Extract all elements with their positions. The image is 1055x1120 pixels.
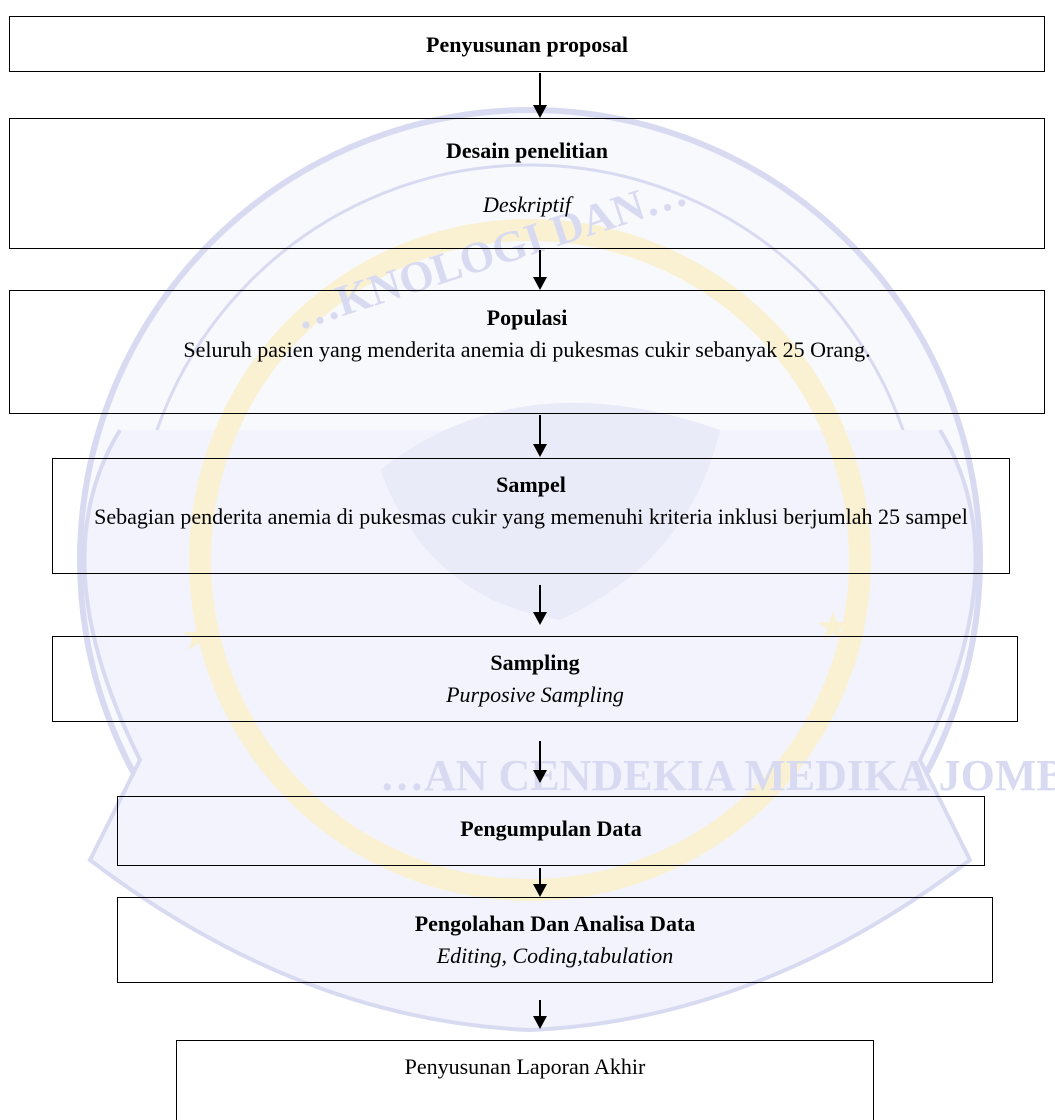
flow-arrow <box>530 415 550 457</box>
flow-arrow <box>530 73 550 118</box>
flow-arrow <box>530 585 550 625</box>
step-subtitle: Editing, Coding,tabulation <box>436 942 674 968</box>
step-title: Pengolahan Dan Analisa Data <box>414 911 696 936</box>
step-sampel: Sampel Sebagian penderita anemia di puke… <box>52 458 1010 574</box>
flow-arrow <box>530 741 550 783</box>
step-desain-penelitian: Desain penelitian Deskriptif <box>9 118 1045 249</box>
step-description: Sebagian penderita anemia di pukesmas cu… <box>94 503 968 529</box>
watermark-text-bottom: …AN CENDEKIA MEDIKA JOMBANG <box>380 751 1055 800</box>
step-title: Penyusunan proposal <box>426 32 628 57</box>
step-sampling: Sampling Purposive Sampling <box>52 636 1018 722</box>
step-title: Populasi <box>486 305 568 330</box>
step-penyusunan-laporan-akhir: Penyusunan Laporan Akhir <box>176 1040 874 1120</box>
flow-arrow <box>530 250 550 290</box>
step-subtitle: Deskriptif <box>483 191 571 217</box>
step-penyusunan-proposal: Penyusunan proposal <box>9 16 1045 72</box>
step-title: Pengumpulan Data <box>460 816 642 841</box>
step-description: Seluruh pasien yang menderita anemia di … <box>183 336 871 362</box>
step-populasi: Populasi Seluruh pasien yang menderita a… <box>9 290 1045 414</box>
step-pengumpulan-data: Pengumpulan Data <box>117 796 985 866</box>
flow-arrow <box>530 1000 550 1029</box>
step-title: Sampling <box>490 650 580 675</box>
step-pengolahan-analisa-data: Pengolahan Dan Analisa Data Editing, Cod… <box>117 897 993 983</box>
step-description: Penyusunan Laporan Akhir <box>404 1054 646 1079</box>
step-subtitle: Purposive Sampling <box>446 681 624 707</box>
step-title: Desain penelitian <box>446 138 608 163</box>
step-title: Sampel <box>496 472 566 497</box>
flow-arrow <box>530 868 550 897</box>
